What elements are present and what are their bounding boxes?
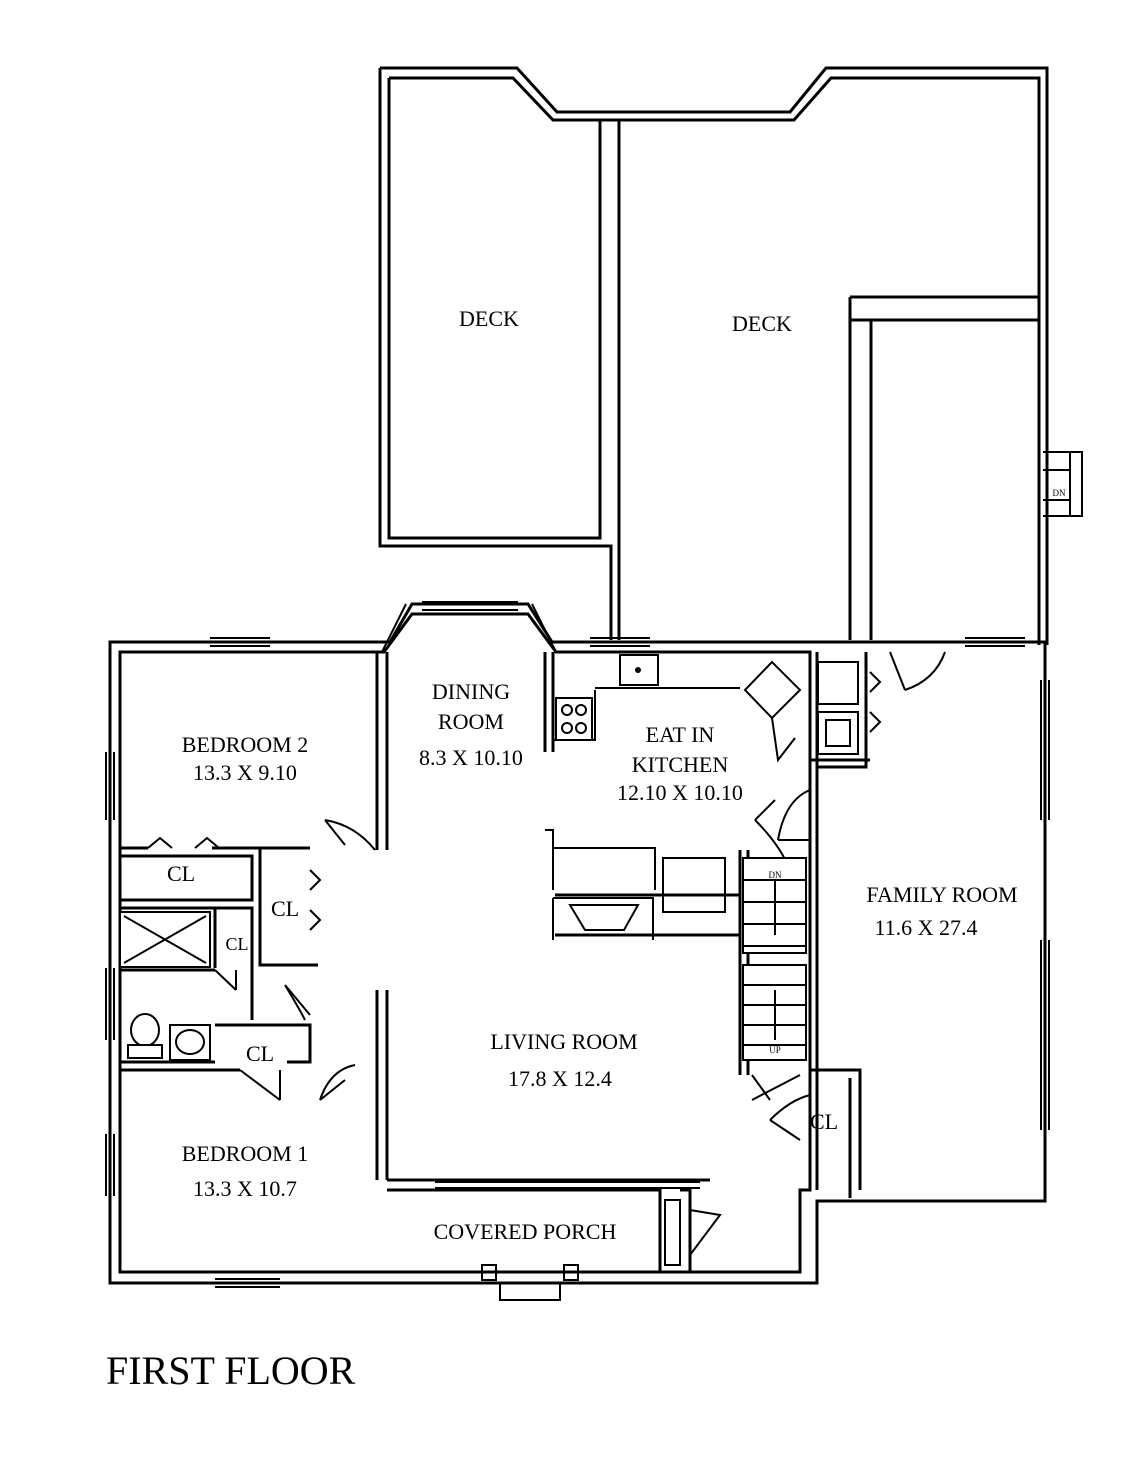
family-size: 11.6 X 27.4: [874, 915, 977, 940]
stove: [555, 697, 593, 741]
dryer: [817, 711, 859, 755]
bedroom2-size: 13.3 X 9.10: [193, 760, 297, 785]
kitchen-size: 12.10 X 10.10: [617, 780, 743, 805]
kitchen-name-2: KITCHEN: [632, 752, 729, 777]
doors: [147, 651, 946, 1256]
stairs-down-label: DN: [769, 870, 782, 880]
kitchen-name-1: EAT IN: [646, 722, 715, 747]
dining-name-2: ROOM: [438, 709, 504, 734]
toilet: [130, 1013, 160, 1047]
closet-label: CL: [167, 861, 195, 886]
dining-size: 8.3 X 10.10: [419, 745, 523, 770]
closet-label: CL: [271, 896, 299, 921]
fixtures: [119, 654, 859, 1301]
washer: [817, 661, 859, 705]
bedroom1-size: 13.3 X 10.7: [193, 1176, 297, 1201]
refrigerator: [743, 660, 802, 720]
labels: DECK DECK DN DINING ROOM 8.3 X 10.10 BED…: [106, 306, 1066, 1393]
stairs: [742, 857, 807, 1061]
deck-structure: [378, 66, 1083, 645]
porch-steps: [481, 1264, 579, 1301]
bedroom1-name: BEDROOM 1: [182, 1141, 309, 1166]
closet-label: CL: [225, 934, 248, 954]
deck-right-label: DECK: [732, 311, 792, 336]
deck-left-label: DECK: [459, 306, 519, 331]
living-size: 17.8 X 12.4: [508, 1066, 612, 1091]
closet-label: CL: [810, 1109, 838, 1134]
family-name: FAMILY ROOM: [866, 882, 1017, 907]
dining-name-1: DINING: [432, 679, 510, 704]
living-name: LIVING ROOM: [490, 1029, 637, 1054]
closet-label: CL: [246, 1041, 274, 1066]
porch-name: COVERED PORCH: [434, 1219, 617, 1244]
bedroom2-name: BEDROOM 2: [182, 732, 309, 757]
windows: [105, 637, 1050, 1288]
page-title: FIRST FLOOR: [106, 1348, 356, 1393]
deck-stairs-label: DN: [1053, 488, 1066, 498]
stairs-up-label: UP: [769, 1045, 781, 1055]
